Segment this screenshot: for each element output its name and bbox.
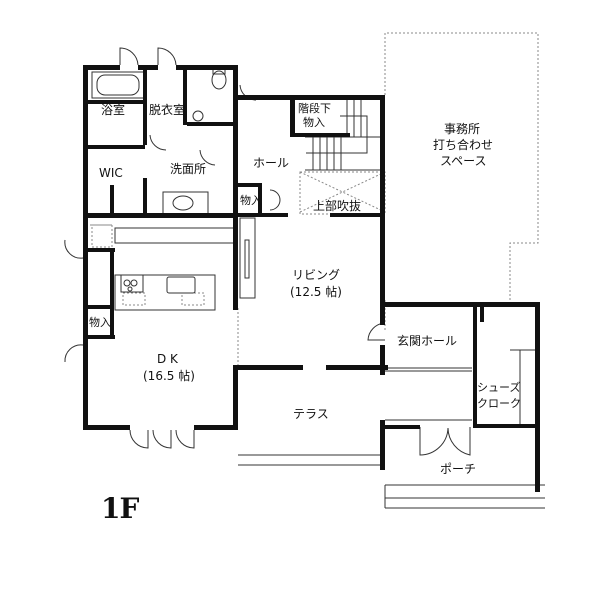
- room-living: リビング: [292, 268, 341, 282]
- room-porch: ポーチ: [440, 462, 477, 476]
- door-swings: [64, 47, 471, 456]
- room-entrance-hall: 玄関ホール: [397, 334, 458, 348]
- room-dk-size: (16.5 帖): [143, 369, 195, 383]
- room-hall: ホール: [253, 156, 290, 170]
- room-storage-dk: 物入: [89, 316, 111, 329]
- room-shoe-closet-2: クローク: [477, 397, 521, 410]
- fixtures: [91, 67, 545, 509]
- room-under-stairs: 階段下: [298, 102, 331, 115]
- room-office-2: 打ち合わせ: [433, 138, 494, 152]
- room-dressing: 脱衣室: [149, 103, 186, 117]
- room-terrace: テラス: [293, 407, 329, 421]
- walls: [83, 65, 540, 492]
- room-under-stairs-storage: 物入: [303, 116, 325, 129]
- room-storage-hall: 物入: [240, 194, 262, 207]
- floor-label: 1F: [101, 492, 139, 525]
- room-void-above: 上部吹抜: [313, 199, 362, 213]
- room-office-3: スペース: [440, 154, 487, 168]
- room-office-1: 事務所: [444, 122, 481, 136]
- room-bath: 浴室: [101, 103, 126, 117]
- room-washroom: 洗面所: [170, 162, 207, 176]
- room-living-size: (12.5 帖): [290, 285, 342, 299]
- room-shoe-closet-1: シューズ: [477, 381, 521, 394]
- room-wic: WIC: [99, 166, 123, 180]
- room-dk: D K: [157, 352, 178, 366]
